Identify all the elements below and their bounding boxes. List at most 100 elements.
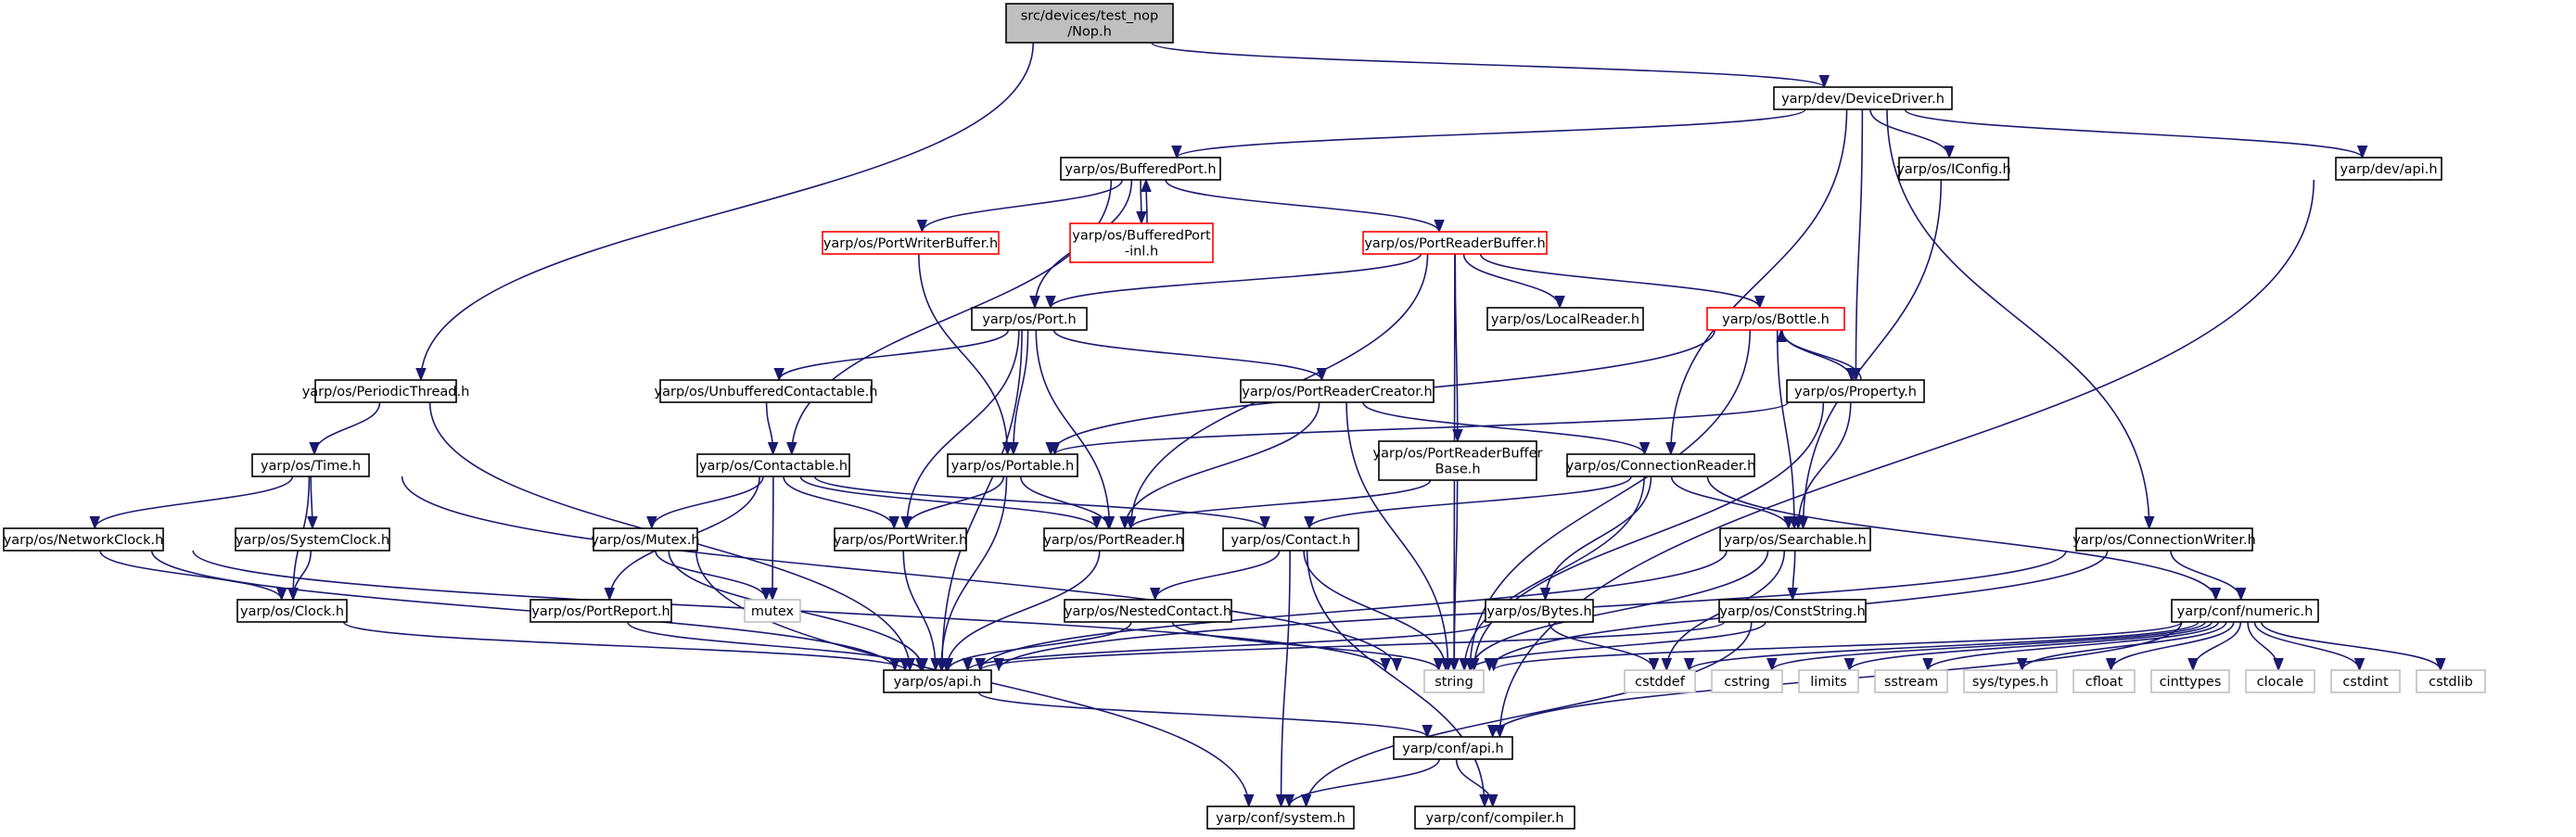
- node-contact[interactable]: yarp/os/Contact.h: [1222, 527, 1359, 552]
- node-portwriter[interactable]: yarp/os/PortWriter.h: [834, 527, 967, 552]
- edge-line: [937, 329, 1023, 672]
- edge-contactable-to-portreader: [799, 476, 1103, 530]
- edge-line: [1684, 621, 2200, 672]
- edge-devicedriver-to-bufferedport: [1171, 108, 1806, 159]
- node-portable[interactable]: yarp/os/Portable.h: [947, 453, 1078, 477]
- node-mutexh[interactable]: yarp/os/Mutex.h: [591, 527, 700, 552]
- node-box: [1719, 527, 1871, 552]
- edge-clock-to-osapi: [342, 621, 911, 672]
- edge-port-to-unbufferedcontactable: [773, 329, 1010, 382]
- node-nestedcontact[interactable]: yarp/os/NestedContact.h: [1064, 599, 1232, 623]
- node-label: yarp/dev/DeviceDriver.h: [1781, 92, 1945, 107]
- edge-devicedriver-to-devapi: [1904, 108, 2368, 159]
- node-localreader[interactable]: yarp/os/LocalReader.h: [1486, 307, 1644, 331]
- edge-line: [1843, 621, 2213, 672]
- node-unbufferedcontactable[interactable]: yarp/os/UnbufferedContactable.h: [655, 379, 878, 403]
- node-bufferedport[interactable]: yarp/os/BufferedPort.h: [1060, 157, 1221, 181]
- edge-line: [1459, 476, 1645, 672]
- node-box: [1706, 307, 1845, 331]
- edge-line: [2247, 621, 2284, 672]
- node-label: yarp/os/PortReaderBuffer: [1373, 447, 1543, 462]
- edge-line: [1850, 108, 1864, 382]
- edge-portwriter-to-osapi: [902, 550, 941, 672]
- edge-bytes-to-osapi: [962, 621, 1492, 672]
- edge-line: [1300, 621, 1753, 808]
- node-box: [1786, 379, 1925, 403]
- node-label: yarp/conf/api.h: [1402, 742, 1503, 756]
- node-systypes: sys/types.h: [1963, 669, 2058, 693]
- edge-line: [975, 621, 1726, 672]
- node-label: clocale: [2257, 675, 2304, 690]
- edge-portreaderbufferbase-to-portreader: [1125, 479, 1432, 530]
- edge-numeric-to-cfloat: [2105, 621, 2235, 672]
- node-box: [1240, 379, 1435, 403]
- edge-line: [2170, 550, 2247, 602]
- node-box: [1711, 669, 1783, 693]
- node-bufferedportinl[interactable]: yarp/os/BufferedPort-inl.h: [1069, 222, 1214, 263]
- edge-line: [2105, 621, 2235, 672]
- node-confapi[interactable]: yarp/conf/api.h: [1393, 736, 1513, 760]
- edge-networkclock-to-clock: [99, 550, 287, 602]
- edge-bufferedport-to-portwriterbuffer: [916, 179, 1123, 234]
- node-confcompiler[interactable]: yarp/conf/compiler.h: [1414, 805, 1575, 830]
- node-periodicthread[interactable]: yarp/os/PeriodicThread.h: [302, 379, 470, 403]
- node-label: yarp/os/Contactable.h: [699, 459, 848, 474]
- node-nop[interactable]: src/devices/test_nop/Nop.h: [1005, 3, 1174, 44]
- node-clock[interactable]: yarp/os/Clock.h: [236, 599, 348, 623]
- node-label: mutex: [751, 604, 795, 619]
- edge-property-to-searchable: [1792, 401, 1852, 530]
- node-connectionwriter[interactable]: yarp/os/ConnectionWriter.h: [2072, 527, 2256, 552]
- node-devicedriver[interactable]: yarp/dev/DeviceDriver.h: [1773, 86, 1953, 110]
- node-bottle[interactable]: yarp/os/Bottle.h: [1706, 307, 1845, 331]
- node-networkclock[interactable]: yarp/os/NetworkClock.h: [3, 527, 164, 552]
- node-osapi[interactable]: yarp/os/api.h: [883, 669, 992, 693]
- node-bytes[interactable]: yarp/os/Bytes.h: [1485, 599, 1594, 623]
- node-portreaderbuffer[interactable]: yarp/os/PortReaderBuffer.h: [1362, 231, 1548, 255]
- node-conststring[interactable]: yarp/os/ConstString.h: [1718, 599, 1867, 623]
- node-time[interactable]: yarp/os/Time.h: [251, 453, 370, 477]
- node-searchable[interactable]: yarp/os/Searchable.h: [1719, 527, 1871, 552]
- edge-line: [813, 476, 1270, 530]
- edge-confapi-to-confsystem: [1283, 758, 1440, 808]
- node-numeric[interactable]: yarp/conf/numeric.h: [2171, 599, 2319, 623]
- edge-line: [918, 253, 1014, 456]
- node-box: [1069, 222, 1214, 263]
- edge-line: [99, 550, 287, 602]
- node-label: yarp/os/Port.h: [982, 312, 1076, 327]
- node-property[interactable]: yarp/os/Property.h: [1786, 379, 1925, 403]
- node-cstddef: cstddef: [1624, 669, 1696, 693]
- edge-numeric-to-cstring: [1766, 621, 2206, 672]
- node-box: [971, 307, 1088, 331]
- edge-numeric-to-clocale: [2247, 621, 2284, 672]
- node-confsystem[interactable]: yarp/conf/system.h: [1206, 805, 1355, 830]
- node-devapi[interactable]: yarp/dev/api.h: [2335, 157, 2442, 181]
- edge-contactable-to-contact: [813, 476, 1270, 530]
- edge-bottle-to-property: [1781, 329, 1857, 382]
- edge-time-to-networkclock: [89, 476, 294, 530]
- edge-line: [942, 621, 1132, 672]
- node-systemclock[interactable]: yarp/os/SystemClock.h: [235, 527, 390, 552]
- node-connectionreader[interactable]: yarp/os/ConnectionReader.h: [1566, 453, 1756, 477]
- edge-portreaderbuffer-to-localreader: [1462, 253, 1565, 310]
- node-clocale: clocale: [2245, 669, 2315, 693]
- edge-line: [2016, 621, 2227, 672]
- node-contactable[interactable]: yarp/os/Contactable.h: [696, 453, 850, 477]
- node-port[interactable]: yarp/os/Port.h: [971, 307, 1088, 331]
- node-portreader[interactable]: yarp/os/PortReader.h: [1043, 527, 1184, 552]
- edge-line: [1275, 550, 1291, 808]
- edge-contactable-to-mutex: [767, 476, 778, 602]
- edge-numeric-to-systypes: [2016, 621, 2227, 672]
- edge-portreadercreator-to-string: [1345, 401, 1454, 672]
- edge-mutexh-to-mutex: [655, 550, 772, 602]
- edge-line: [916, 179, 1123, 234]
- node-label: yarp/os/ConstString.h: [1719, 604, 1865, 619]
- node-portreport[interactable]: yarp/os/PortReport.h: [529, 599, 672, 623]
- edge-line: [767, 476, 778, 602]
- edge-iconfig-to-searchable: [1797, 179, 1943, 530]
- edge-bufferedportinl-to-bufferedport: [1141, 178, 1152, 224]
- node-box: [822, 231, 1000, 255]
- node-portreadercreator[interactable]: yarp/os/PortReaderCreator.h: [1240, 379, 1435, 403]
- node-iconfig[interactable]: yarp/os/IConfig.h: [1896, 157, 2011, 181]
- node-portwriterbuffer[interactable]: yarp/os/PortWriterBuffer.h: [822, 231, 1000, 255]
